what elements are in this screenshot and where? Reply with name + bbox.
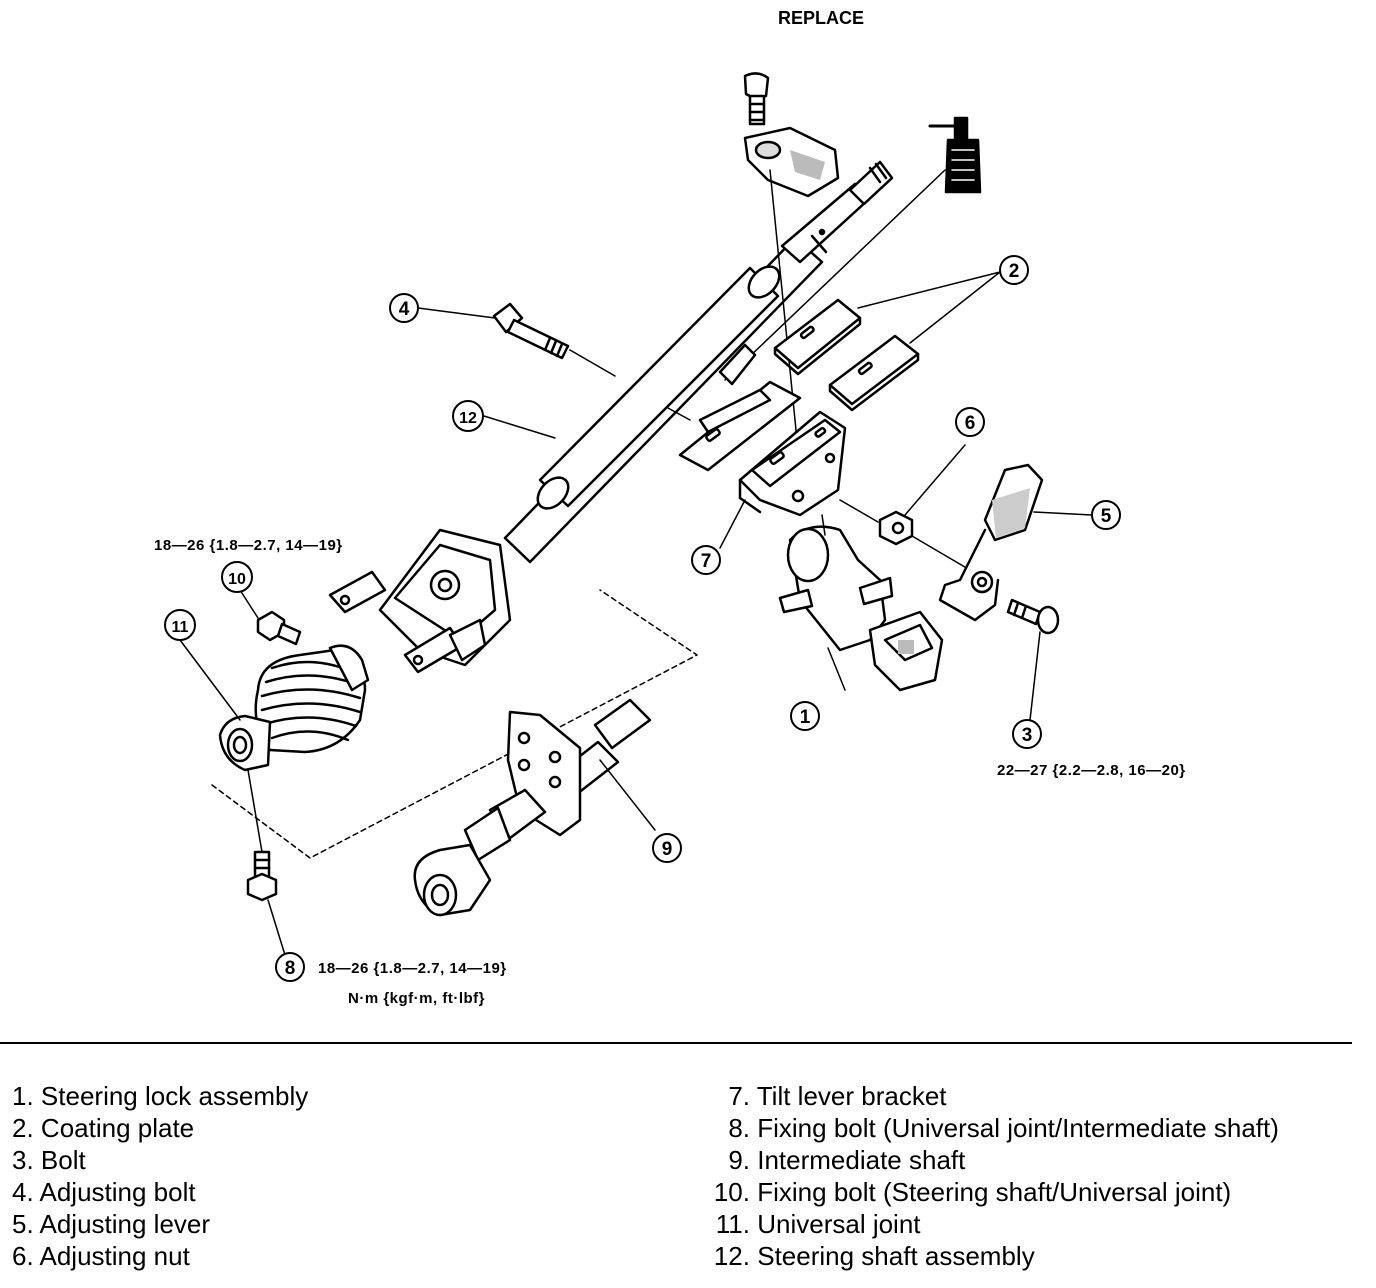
legend-number: 9. bbox=[728, 1145, 750, 1175]
legend-text: Steering shaft assembly bbox=[757, 1241, 1035, 1271]
legend-item: 1. Steering lock assembly bbox=[12, 1080, 308, 1112]
callout-10-text: 10 bbox=[228, 571, 246, 588]
legend-item: 9. Intermediate shaft bbox=[708, 1144, 1279, 1176]
assembly-reference-outline bbox=[211, 589, 698, 859]
legend-number: 11. bbox=[715, 1209, 750, 1239]
callout-8-text: 8 bbox=[285, 958, 296, 979]
legend-left-column: 1. Steering lock assembly 2. Coating pla… bbox=[12, 1080, 308, 1272]
legend-item: 6. Adjusting nut bbox=[12, 1240, 308, 1272]
legend-item: 2. Coating plate bbox=[12, 1112, 308, 1144]
grease-can-icon bbox=[724, 116, 982, 381]
legend-text: Universal joint bbox=[757, 1209, 921, 1239]
callout-7-text: 7 bbox=[701, 551, 712, 572]
callout-11-text: 11 bbox=[172, 619, 189, 636]
legend-number: 10. bbox=[713, 1177, 750, 1207]
callout-6: 6 bbox=[955, 407, 985, 437]
callout-markers: 1 2 3 4 5 6 7 bbox=[164, 255, 1121, 982]
legend-item: 10. Fixing bolt (Steering shaft/Universa… bbox=[708, 1176, 1279, 1208]
callout-1: 1 bbox=[790, 701, 820, 731]
legend-number: 7. bbox=[728, 1081, 750, 1111]
callout-5-text: 5 bbox=[1101, 506, 1112, 527]
legend-text: Adjusting nut bbox=[39, 1241, 190, 1271]
tilt-lever-bracket bbox=[678, 343, 847, 517]
legend-number: 3. bbox=[12, 1145, 34, 1175]
legend-number: 2. bbox=[12, 1113, 34, 1143]
fixing-bolt-10 bbox=[239, 589, 302, 646]
legend-text: Tilt lever bracket bbox=[756, 1081, 947, 1111]
callout-7: 7 bbox=[691, 545, 721, 575]
legend-text: Adjusting bolt bbox=[39, 1177, 196, 1207]
legend-item: 4. Adjusting bolt bbox=[12, 1176, 308, 1208]
legend-number: 4. bbox=[12, 1177, 34, 1207]
legend-item: 3. Bolt bbox=[12, 1144, 308, 1176]
callout-12-text: 12 bbox=[459, 410, 477, 427]
torque-spec-bolt-3: 22—27 {2.2—2.8, 16—20} bbox=[997, 762, 1186, 779]
callout-1-text: 1 bbox=[800, 707, 811, 728]
legend-text: Fixing bolt (Universal joint/Intermediat… bbox=[757, 1113, 1279, 1143]
callout-3: 3 bbox=[1012, 719, 1042, 749]
coating-plates bbox=[773, 271, 1001, 412]
adjusting-bolt bbox=[492, 302, 691, 421]
adjusting-lever bbox=[938, 463, 1093, 622]
legend-text: Fixing bolt (Steering shaft/Universal jo… bbox=[757, 1177, 1232, 1207]
callout-12: 12 bbox=[452, 400, 484, 432]
callout-3-text: 3 bbox=[1022, 725, 1033, 746]
lock-plate bbox=[743, 126, 840, 471]
legend-item: 7. Tilt lever bracket bbox=[708, 1080, 1279, 1112]
callout-5: 5 bbox=[1091, 500, 1121, 530]
callout-2: 2 bbox=[999, 255, 1029, 285]
legend-right-column: 7. Tilt lever bracket 8. Fixing bolt (Un… bbox=[708, 1080, 1279, 1272]
legend-text: Coating plate bbox=[40, 1113, 195, 1143]
legend-item: 8. Fixing bolt (Universal joint/Intermed… bbox=[708, 1112, 1279, 1144]
torque-units: N·m {kgf·m, ft·lbf} bbox=[348, 990, 485, 1007]
legend-text: Intermediate shaft bbox=[757, 1145, 966, 1175]
callout-8: 8 bbox=[275, 952, 305, 982]
legend-text: Steering lock assembly bbox=[40, 1081, 309, 1111]
legend-item: 12. Steering shaft assembly bbox=[708, 1240, 1279, 1272]
legend-text: Bolt bbox=[40, 1145, 86, 1175]
callout-4: 4 bbox=[389, 293, 419, 323]
torque-spec-steering-shaft: 18—26 {1.8—2.7, 14—19} bbox=[154, 537, 343, 554]
legend-number: 5. bbox=[12, 1209, 34, 1239]
legend-item: 5. Adjusting lever bbox=[12, 1208, 308, 1240]
steering-shaft-assembly bbox=[328, 160, 894, 674]
replace-bolt bbox=[743, 72, 770, 126]
replace-label: REPLACE bbox=[778, 8, 865, 28]
steering-column-diagram: 1 2 3 4 5 6 7 bbox=[164, 72, 1121, 982]
legend-number: 12. bbox=[713, 1241, 750, 1271]
fixing-bolt-8 bbox=[246, 769, 286, 956]
callout-2-text: 2 bbox=[1009, 261, 1020, 282]
legend-text: Adjusting lever bbox=[39, 1209, 211, 1239]
callout-9-text: 9 bbox=[662, 839, 673, 860]
callout-10: 10 bbox=[221, 561, 253, 593]
legend-item: 11. Universal joint bbox=[708, 1208, 1279, 1240]
universal-joint bbox=[179, 639, 370, 772]
divider-rule bbox=[0, 1042, 1352, 1044]
intermediate-shaft bbox=[413, 698, 656, 917]
callout-4-text: 4 bbox=[399, 299, 410, 320]
adjusting-nut bbox=[839, 444, 971, 571]
legend-number: 8. bbox=[728, 1113, 750, 1143]
leader-lines bbox=[417, 307, 746, 549]
callout-9: 9 bbox=[652, 833, 682, 863]
torque-spec-fixing-bolt-8: 18—26 {1.8—2.7, 14—19} bbox=[318, 960, 507, 977]
bolt-3 bbox=[1006, 598, 1060, 721]
legend-number: 1. bbox=[12, 1081, 34, 1111]
legend-number: 6. bbox=[12, 1241, 34, 1271]
steering-lock-assembly bbox=[778, 514, 944, 692]
callout-6-text: 6 bbox=[965, 413, 976, 434]
callout-11: 11 bbox=[164, 609, 196, 641]
